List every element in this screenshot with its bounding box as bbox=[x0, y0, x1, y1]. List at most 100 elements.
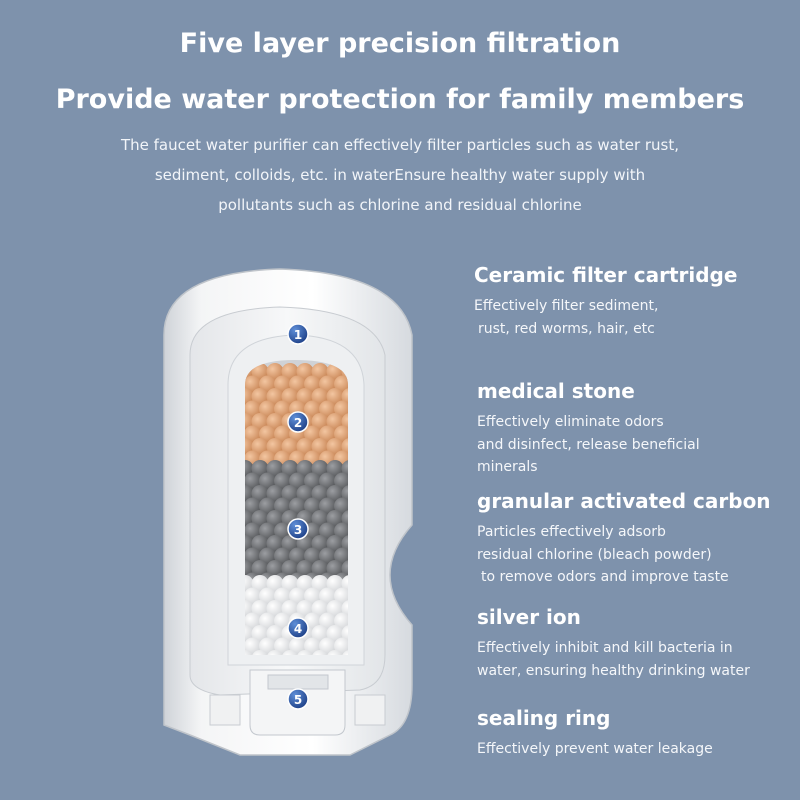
filter-cartridge-illustration: 1 2 3 4 5 bbox=[163, 268, 413, 756]
filter-pellet bbox=[334, 522, 348, 540]
filter-pellet bbox=[281, 363, 299, 380]
filter-pellet bbox=[245, 522, 261, 540]
filter-pellet bbox=[296, 363, 314, 380]
filter-pellet bbox=[245, 535, 254, 552]
badge-number: 3 bbox=[294, 523, 302, 537]
filter-pellet bbox=[245, 485, 254, 502]
filter-pellet bbox=[245, 438, 254, 455]
filter-pellet bbox=[341, 560, 348, 577]
badge-number: 5 bbox=[294, 693, 302, 707]
layer-title: medical stone bbox=[477, 379, 635, 403]
badge-3: 3 bbox=[287, 518, 309, 540]
filter-pellet bbox=[341, 388, 348, 405]
filter-pellet bbox=[341, 575, 348, 592]
desc-line: minerals bbox=[477, 459, 538, 475]
filter-pellet bbox=[296, 485, 314, 502]
filter-pellet bbox=[334, 400, 348, 418]
filter-pellet bbox=[326, 575, 344, 592]
layer-title: Ceramic filter cartridge bbox=[474, 263, 738, 287]
filter-pellet bbox=[251, 363, 269, 380]
filter-pellet bbox=[245, 547, 261, 565]
filter-pellet bbox=[245, 575, 254, 592]
desc-line: rust, red worms, hair, etc bbox=[478, 320, 655, 337]
filter-pellet bbox=[334, 497, 348, 515]
layer-description: Effectively eliminate odors and disinfec… bbox=[477, 411, 777, 479]
filter-pellet bbox=[245, 625, 254, 642]
filter-pellet bbox=[281, 485, 299, 502]
filter-pellet bbox=[245, 472, 261, 490]
filter-pellet bbox=[251, 510, 269, 527]
filter-pellet bbox=[304, 547, 321, 565]
filter-pellet bbox=[281, 600, 299, 617]
badge-number: 1 bbox=[294, 328, 302, 342]
page-subtitle: Provide water protection for family memb… bbox=[55, 84, 745, 115]
filter-pellet bbox=[326, 438, 344, 455]
filter-pellet bbox=[319, 497, 336, 515]
filter-pellet bbox=[251, 485, 269, 502]
layer-title: sealing ring bbox=[477, 706, 611, 730]
desc-line: to remove odors and improve taste bbox=[481, 569, 729, 585]
filter-pellet bbox=[259, 612, 276, 630]
filter-pellet bbox=[304, 587, 321, 605]
filter-pellet bbox=[289, 497, 306, 515]
filter-pellet bbox=[319, 612, 336, 630]
filter-pellet bbox=[245, 637, 261, 655]
filter-pellet bbox=[266, 388, 284, 405]
filter-pellet bbox=[251, 600, 269, 617]
filter-pellet bbox=[289, 587, 306, 605]
filter-pellet bbox=[266, 413, 284, 430]
filter-pellet bbox=[245, 388, 254, 405]
desc-line: and disinfect, release beneficial bbox=[477, 436, 700, 453]
filter-pellet bbox=[274, 472, 291, 490]
filter-pellet bbox=[326, 650, 344, 655]
filter-pellet bbox=[334, 587, 348, 605]
filter-pellet bbox=[341, 413, 348, 430]
filter-pellet bbox=[266, 650, 284, 655]
filter-pellet bbox=[289, 375, 306, 393]
filter-pellet bbox=[296, 560, 314, 577]
filter-pellet bbox=[334, 375, 348, 393]
filter-pellet bbox=[281, 575, 299, 592]
filter-pellet bbox=[311, 485, 329, 502]
intro-line: sediment, colloids, etc. in waterEnsure … bbox=[154, 166, 646, 184]
filter-pellet bbox=[259, 587, 276, 605]
filter-pellet bbox=[274, 587, 291, 605]
filter-pellet bbox=[266, 460, 284, 477]
filter-pellet bbox=[259, 547, 276, 565]
filter-pellet bbox=[274, 522, 291, 540]
filter-pellet bbox=[245, 560, 254, 577]
filter-pellet bbox=[251, 625, 269, 642]
filter-pellet bbox=[281, 438, 299, 455]
intro-line: pollutants such as chlorine and residual… bbox=[218, 196, 582, 214]
filter-pellet bbox=[304, 472, 321, 490]
filter-pellet bbox=[319, 547, 336, 565]
filter-pellet bbox=[296, 460, 314, 477]
filter-pellet bbox=[311, 460, 329, 477]
filter-pellet bbox=[274, 547, 291, 565]
desc-line: residual chlorine (bleach powder) bbox=[477, 546, 712, 563]
filter-pellet bbox=[251, 650, 269, 655]
filter-pellet bbox=[251, 535, 269, 552]
filter-pellet bbox=[326, 625, 344, 642]
badge-4: 4 bbox=[287, 617, 309, 639]
filter-pellet bbox=[266, 560, 284, 577]
layer-description: Effectively filter sediment, rust, red w… bbox=[474, 295, 774, 340]
desc-line: Effectively filter sediment, bbox=[474, 298, 659, 314]
filter-pellet bbox=[245, 612, 261, 630]
filter-pellet bbox=[334, 425, 348, 443]
filter-pellet bbox=[281, 460, 299, 477]
badge-1: 1 bbox=[287, 323, 309, 345]
filter-pellet bbox=[341, 600, 348, 617]
filter-pellet bbox=[259, 425, 276, 443]
pellet-chamber bbox=[245, 360, 348, 655]
filter-pellet bbox=[311, 600, 329, 617]
filter-pellet bbox=[259, 375, 276, 393]
filter-pellet bbox=[304, 497, 321, 515]
filter-pellet bbox=[274, 637, 291, 655]
layer-activated-carbon: granular activated carbon Particles effe… bbox=[477, 489, 777, 589]
badge-5: 5 bbox=[287, 688, 309, 710]
filter-pellet bbox=[266, 438, 284, 455]
filter-pellet bbox=[319, 425, 336, 443]
filter-pellet bbox=[304, 425, 321, 443]
filter-pellet bbox=[266, 485, 284, 502]
